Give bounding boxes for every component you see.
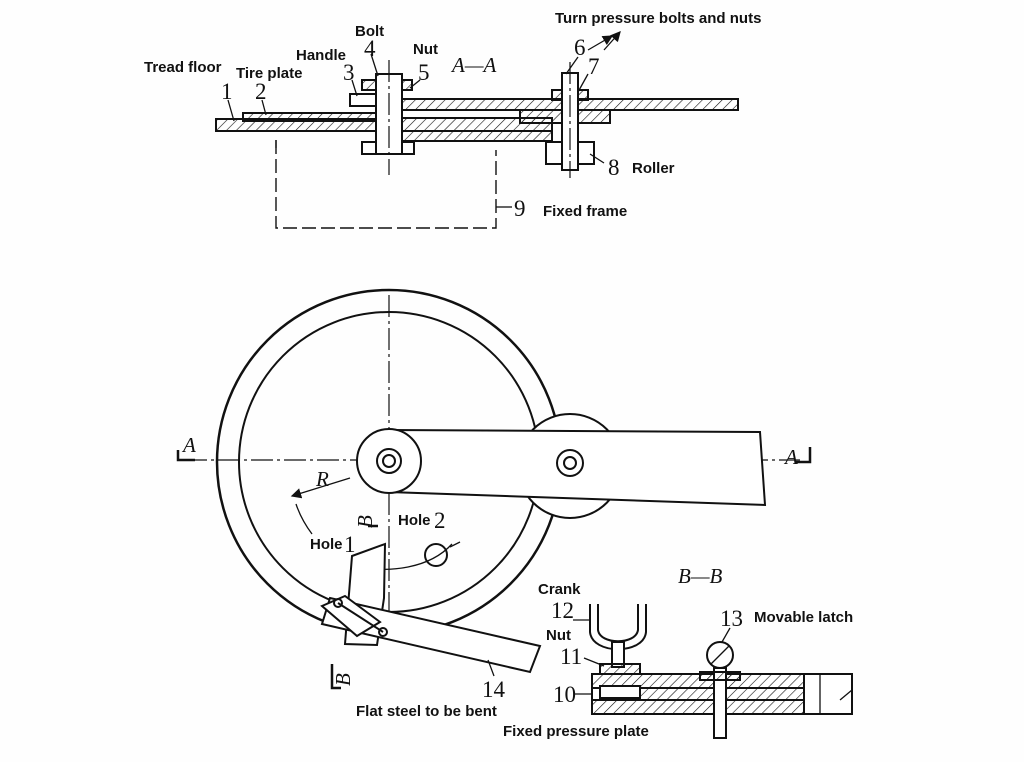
section-b-upper: B xyxy=(353,515,377,528)
label-crank: Crank xyxy=(538,581,581,598)
crank xyxy=(597,604,639,643)
roller xyxy=(545,141,563,165)
number-12: 12 xyxy=(551,598,574,623)
number-9: 9 xyxy=(514,196,526,221)
label-roller: Roller xyxy=(632,160,675,177)
number-8: 8 xyxy=(608,155,620,180)
number-1: 1 xyxy=(221,79,233,104)
top-view xyxy=(176,288,812,690)
handle-arm xyxy=(388,428,767,507)
number-6: 6 xyxy=(574,35,586,60)
label-fixed-frame: Fixed frame xyxy=(543,203,627,220)
label-tread-floor: Tread floor xyxy=(144,59,222,76)
number-5: 5 xyxy=(418,60,430,85)
label-flat-steel: Flat steel to be bent xyxy=(356,703,497,720)
handle-stub xyxy=(349,93,377,107)
bb-nut xyxy=(599,663,641,675)
tire-plate xyxy=(242,112,377,122)
flat-steel xyxy=(320,596,542,674)
section-bb-title: B—B xyxy=(678,564,723,588)
radius-label: R xyxy=(315,467,329,491)
section-a-left: A xyxy=(181,433,196,457)
number-3: 3 xyxy=(343,60,355,85)
label-movable-latch: Movable latch xyxy=(754,609,853,626)
section-b-lower: B xyxy=(331,673,355,686)
label-nut-bottom: Nut xyxy=(546,627,571,644)
label-bolt: Bolt xyxy=(355,23,384,40)
number-14: 14 xyxy=(482,677,506,702)
label-hole-2: Hole xyxy=(398,512,431,529)
label-turn-pressure: Turn pressure bolts and nuts xyxy=(555,10,761,27)
section-aa-title: A—A xyxy=(450,53,497,77)
label-hole-1: Hole xyxy=(310,536,343,553)
center-nut xyxy=(361,79,377,91)
section-a-right: A xyxy=(783,445,798,469)
number-4: 4 xyxy=(364,36,376,61)
number-11: 11 xyxy=(560,644,582,669)
number-2: 2 xyxy=(255,79,267,104)
number-10: 10 xyxy=(553,682,576,707)
label-handle: Handle xyxy=(296,47,346,64)
hole-1-number: 1 xyxy=(344,532,356,557)
label-nut-top: Nut xyxy=(413,41,438,58)
section-bb xyxy=(487,604,853,739)
section-aa xyxy=(215,31,739,229)
label-fixed-pressure-plate: Fixed pressure plate xyxy=(503,723,649,740)
lower-plate xyxy=(401,130,553,142)
hole-2-number: 2 xyxy=(434,508,446,533)
fixed-frame xyxy=(275,140,497,229)
number-13: 13 xyxy=(720,606,743,631)
hole-2 xyxy=(424,543,448,567)
label-tire-plate: Tire plate xyxy=(236,65,302,82)
number-7: 7 xyxy=(588,54,600,79)
